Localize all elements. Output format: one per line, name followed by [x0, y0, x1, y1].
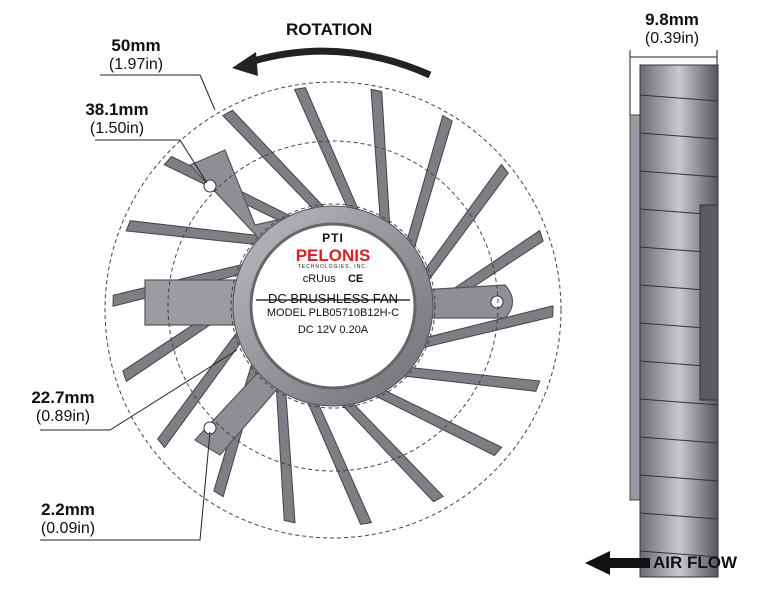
outer-dimension: 50mm(1.97in) [108, 36, 164, 73]
side-blade-edge [639, 94, 719, 102]
hub-dimension: 22.7mm(0.89in) [31, 388, 95, 425]
hole-dimension: 2.2mm(0.09in) [40, 500, 96, 537]
hub-label [249, 222, 417, 390]
side-blade-edge [639, 398, 719, 406]
fan-blade [370, 88, 391, 231]
airflow-arrow [585, 551, 650, 575]
mount-dimension: 38.1mm(1.50in) [85, 100, 149, 137]
thickness-dimension: 9.8mm(0.39in) [644, 10, 700, 47]
side-blade-edge [639, 132, 719, 140]
rotation-label: ROTATION [286, 20, 373, 39]
side-blade-edge [639, 474, 719, 482]
side-blade-edge [639, 170, 719, 178]
side-blade-edge [639, 550, 719, 558]
fan-blade [396, 366, 541, 392]
dimension-circles [104, 81, 562, 539]
fan-label: PTI PELONIS TECHNOLOGIES, INC. cRUus CE … [266, 231, 400, 337]
rotation-arrow [248, 47, 432, 79]
side-blade-edge [639, 512, 719, 520]
mount-holes [203, 179, 504, 435]
side-view [629, 64, 719, 578]
side-blade-edge [639, 436, 719, 444]
fan-blade [275, 381, 296, 524]
airflow-label: AIR FLOW [653, 553, 738, 572]
